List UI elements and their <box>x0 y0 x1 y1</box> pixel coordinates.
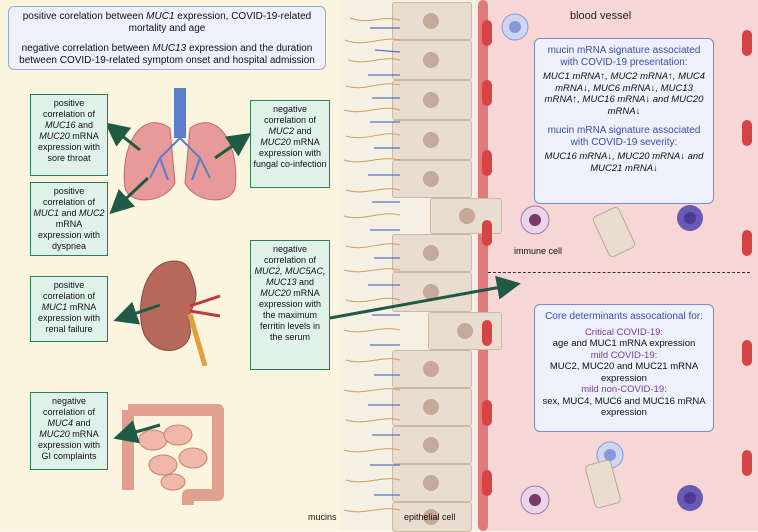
top-correlation-box: positive corelation between MUC1 express… <box>8 6 326 70</box>
renal-failure-box: positive correlation of MUC1 mRNA expres… <box>30 276 108 342</box>
immune-cells <box>501 13 703 515</box>
gi-complaints-box: negative correlation of MUC4 and MUC20 m… <box>30 392 108 470</box>
mucin-strands <box>343 17 400 513</box>
mucins-label: mucins <box>308 512 337 522</box>
mucin-signature-box: mucin mRNA signature associated with COV… <box>534 38 714 204</box>
dyspnea-box: positive correlation of MUC1 and MUC2 mR… <box>30 182 108 256</box>
intestine-illustration <box>122 404 224 505</box>
divider-line <box>488 272 750 273</box>
epithelial-cell-label: epithelial cell <box>404 512 456 522</box>
immune-cell-label: immune cell <box>514 246 563 256</box>
vessel-wall <box>478 0 488 531</box>
ferritin-box: negative correlation of MUC2, MUC5AC, MU… <box>250 240 330 370</box>
blood-vessel-label: blood vessel <box>570 10 632 22</box>
sore-throat-box: positive correlation of MUC16 and MUC20 … <box>30 94 108 176</box>
fungal-coinfection-box: negative correlation of MUC2 and MUC20 m… <box>250 100 330 188</box>
core-determinants-box: Core determinants assocational for: Crit… <box>534 304 714 432</box>
kidney-illustration <box>139 260 221 366</box>
lungs-illustration <box>123 88 237 201</box>
